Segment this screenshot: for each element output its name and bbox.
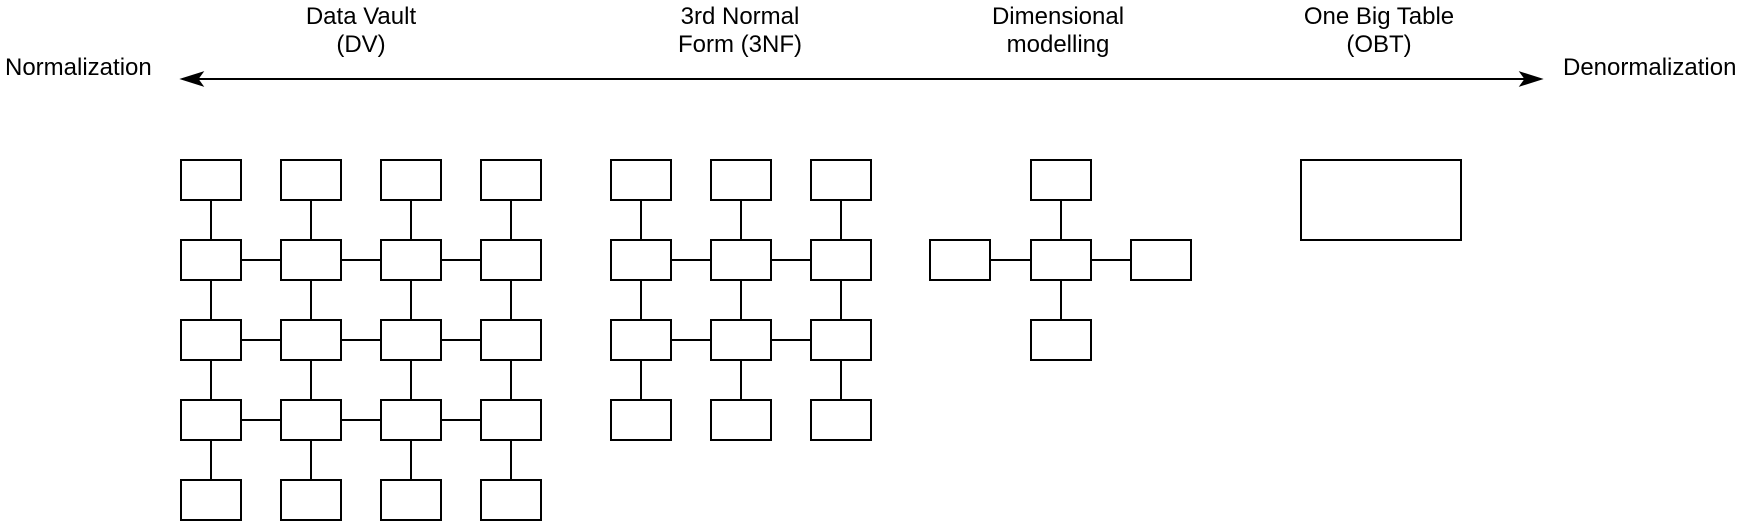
approach-label-data-vault: Data Vault (DV) xyxy=(241,3,481,59)
arrowhead-right-icon xyxy=(1518,71,1544,87)
3nf-table-box xyxy=(610,159,672,201)
approach-label-one-big-table: One Big Table (OBT) xyxy=(1259,3,1499,59)
data-vault-table-box xyxy=(480,399,542,441)
3nf-table-box xyxy=(710,399,772,441)
approach-label-line: Data Vault xyxy=(305,3,417,30)
data-vault-table-box xyxy=(480,479,542,521)
arrowhead-left-icon xyxy=(179,71,205,87)
data-vault-table-box xyxy=(280,159,342,201)
dimensional-table-box xyxy=(929,239,991,281)
data-vault-table-box xyxy=(480,319,542,361)
dimensional-table-box xyxy=(1130,239,1192,281)
3nf-table-box xyxy=(810,399,872,441)
approach-label-line: (DV) xyxy=(336,31,386,58)
approach-label-line: One Big Table xyxy=(1303,3,1455,30)
dimensional-table-box xyxy=(1030,239,1092,281)
3nf-table-box xyxy=(810,319,872,361)
data-vault-table-box xyxy=(380,159,442,201)
approach-label-line: Dimensional xyxy=(991,3,1125,30)
data-vault-table-box xyxy=(280,399,342,441)
approach-label-line: 3rd Normal xyxy=(680,3,800,30)
data-vault-table-box xyxy=(180,319,242,361)
3nf-table-box xyxy=(710,239,772,281)
approach-label-3nf: 3rd Normal Form (3NF) xyxy=(620,3,860,59)
data-vault-table-box xyxy=(180,239,242,281)
data-vault-table-box xyxy=(280,479,342,521)
dimensional-table-box xyxy=(1030,159,1092,201)
3nf-table-box xyxy=(610,399,672,441)
data-vault-table-box xyxy=(280,319,342,361)
obt-table-box xyxy=(1300,159,1462,241)
dimensional-table-box xyxy=(1030,319,1092,361)
data-vault-table-box xyxy=(180,159,242,201)
data-vault-table-box xyxy=(380,239,442,281)
data-vault-table-box xyxy=(480,239,542,281)
data-vault-table-box xyxy=(180,479,242,521)
3nf-table-box xyxy=(710,319,772,361)
data-vault-table-box xyxy=(180,399,242,441)
data-vault-table-box xyxy=(380,319,442,361)
approach-label-line: (OBT) xyxy=(1346,31,1412,58)
data-vault-table-box xyxy=(380,399,442,441)
data-vault-table-box xyxy=(380,479,442,521)
3nf-table-box xyxy=(810,239,872,281)
3nf-table-box xyxy=(810,159,872,201)
data-vault-table-box xyxy=(480,159,542,201)
approach-label-line: Form (3NF) xyxy=(678,31,802,58)
approach-label-line: modelling xyxy=(1006,31,1110,58)
3nf-table-box xyxy=(710,159,772,201)
data-vault-table-box xyxy=(280,239,342,281)
approach-label-dimensional-modelling: Dimensional modelling xyxy=(938,3,1178,59)
axis-label-normalization: Normalization xyxy=(5,54,152,81)
3nf-table-box xyxy=(610,239,672,281)
3nf-table-box xyxy=(610,319,672,361)
axis-label-denormalization: Denormalization xyxy=(1563,54,1737,81)
